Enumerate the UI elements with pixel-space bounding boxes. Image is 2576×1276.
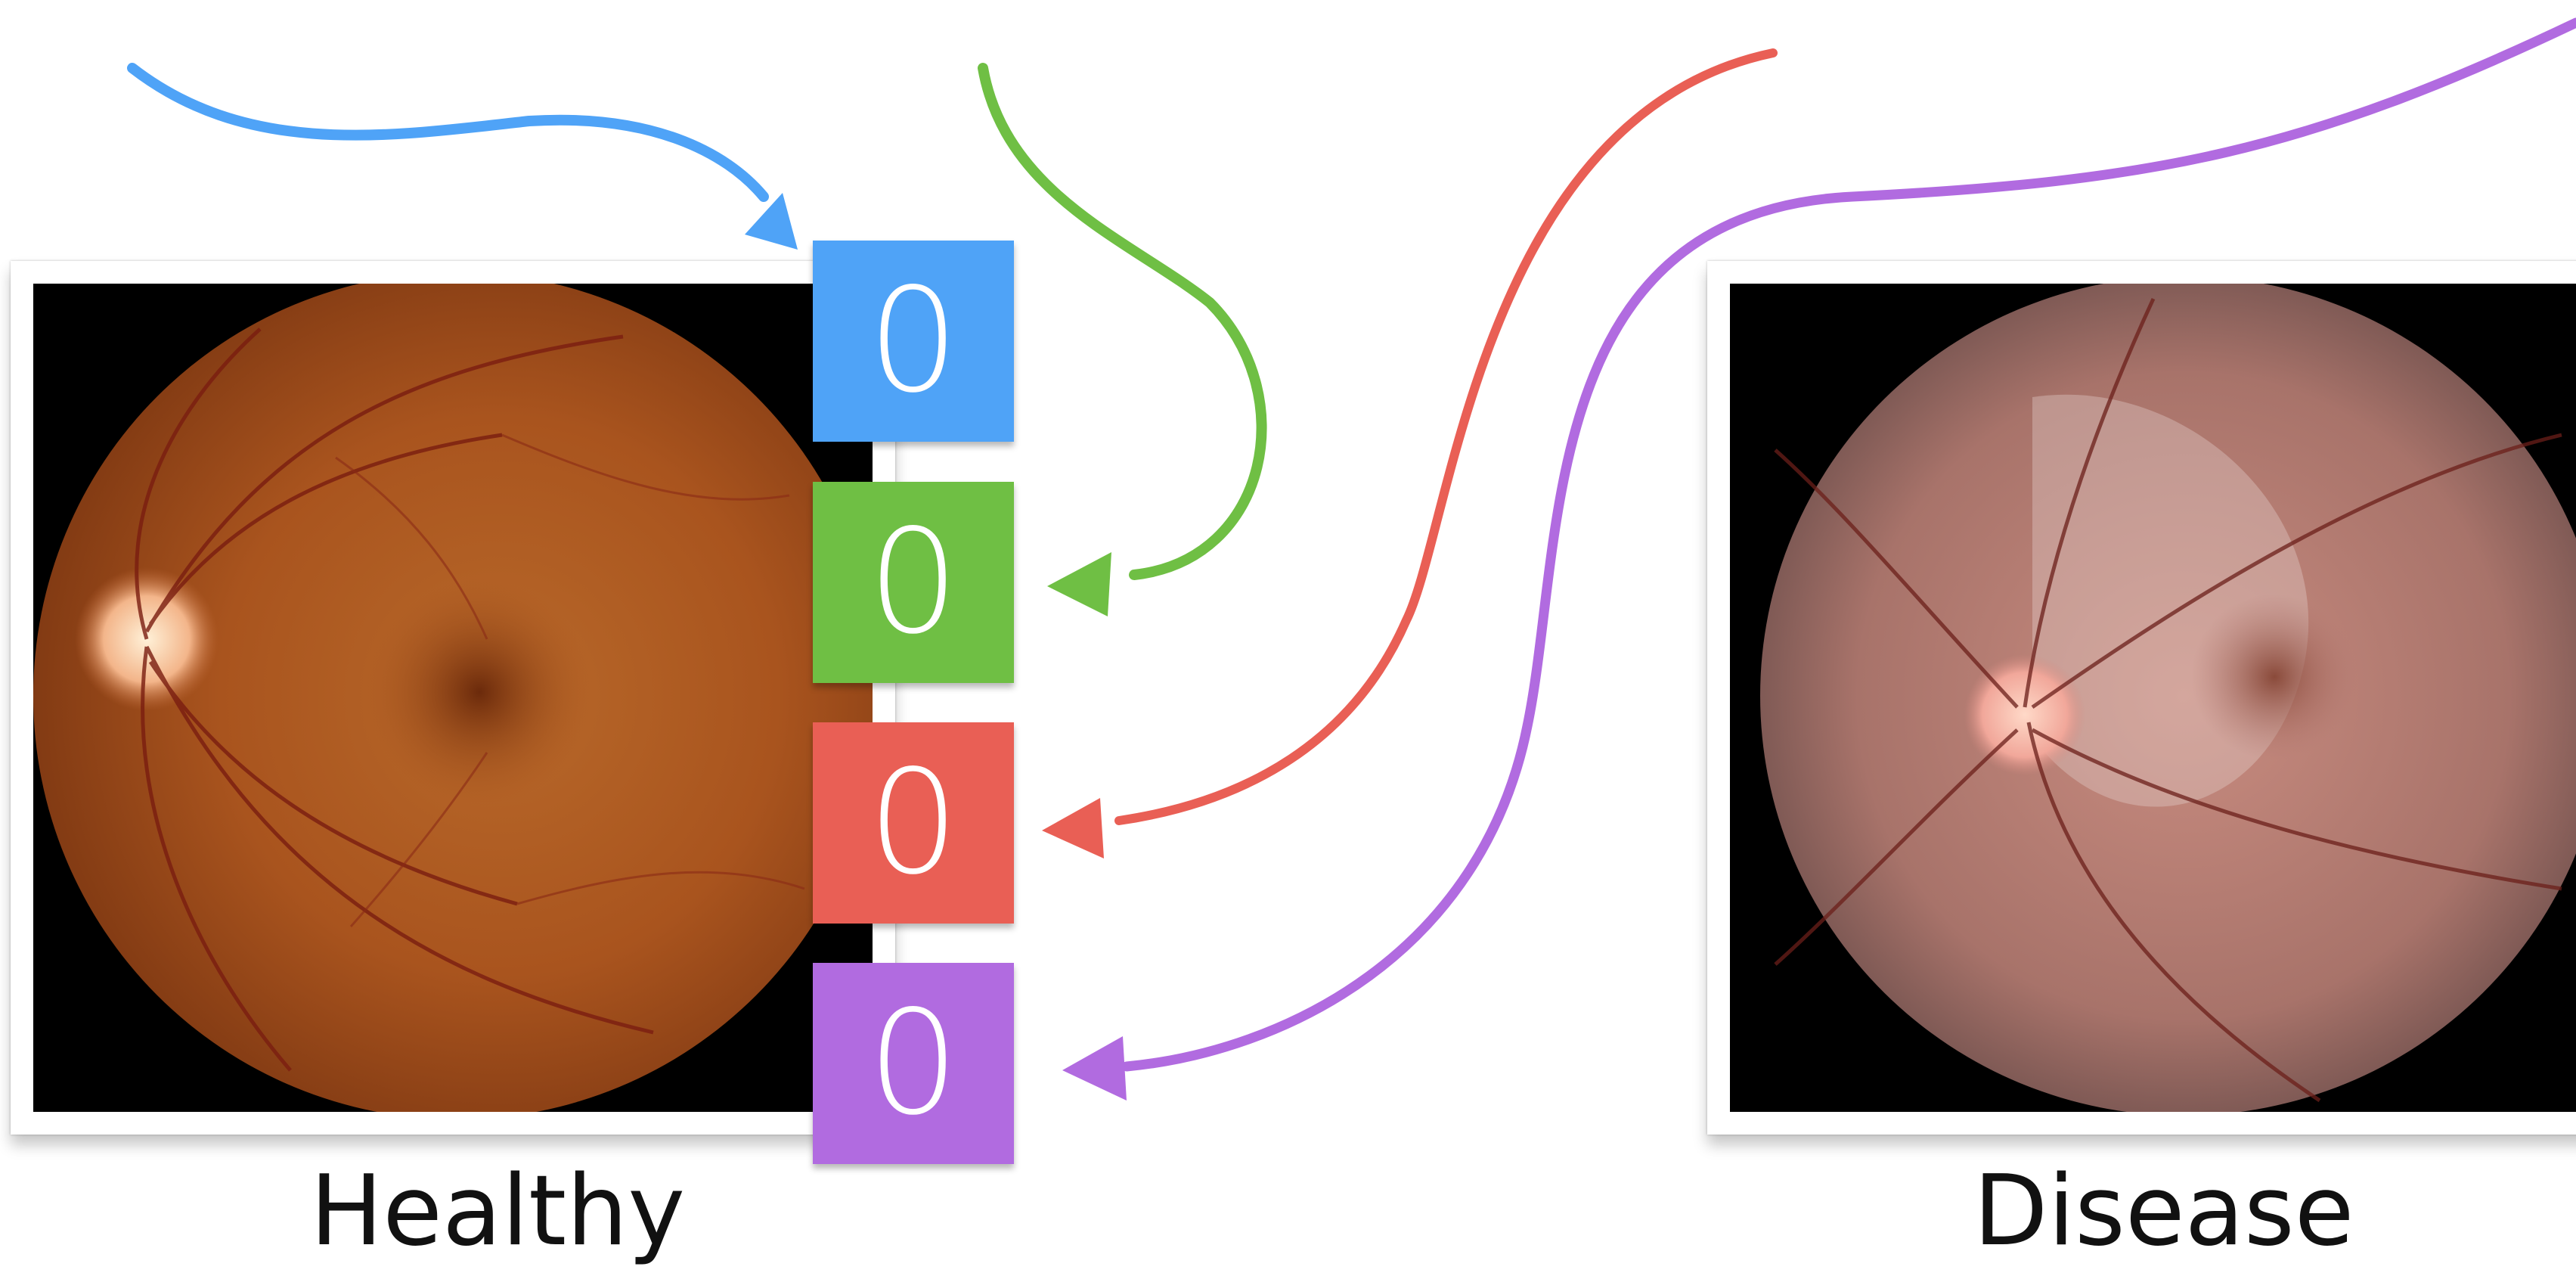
latent-code-value: 0 [868, 751, 959, 895]
disease-fundus-image [1730, 284, 2576, 1112]
latent-code-box-green: 0 [813, 482, 1014, 683]
green-arrowhead [1047, 552, 1111, 616]
latent-code-box-red: 0 [813, 722, 1014, 924]
healthy-fundus-photo [11, 261, 895, 1135]
red-arrowhead [1042, 798, 1104, 858]
latent-code-value: 0 [868, 992, 959, 1135]
red-arrow [1119, 53, 1773, 821]
latent-code-value: 0 [868, 511, 959, 654]
disease-fundus-photo [1707, 261, 2576, 1135]
green-arrow [983, 68, 1262, 575]
blue-arrowhead [745, 193, 798, 250]
blue-arrow [132, 68, 764, 197]
purple-arrowhead [1062, 1036, 1127, 1101]
latent-code-box-blue: 0 [813, 241, 1014, 442]
latent-code-box-purple: 0 [813, 963, 1014, 1164]
latent-code-value: 0 [868, 269, 959, 413]
healthy-caption: Healthy [310, 1163, 685, 1260]
disease-caption: Disease [1973, 1163, 2354, 1260]
healthy-fundus-image [33, 284, 873, 1112]
